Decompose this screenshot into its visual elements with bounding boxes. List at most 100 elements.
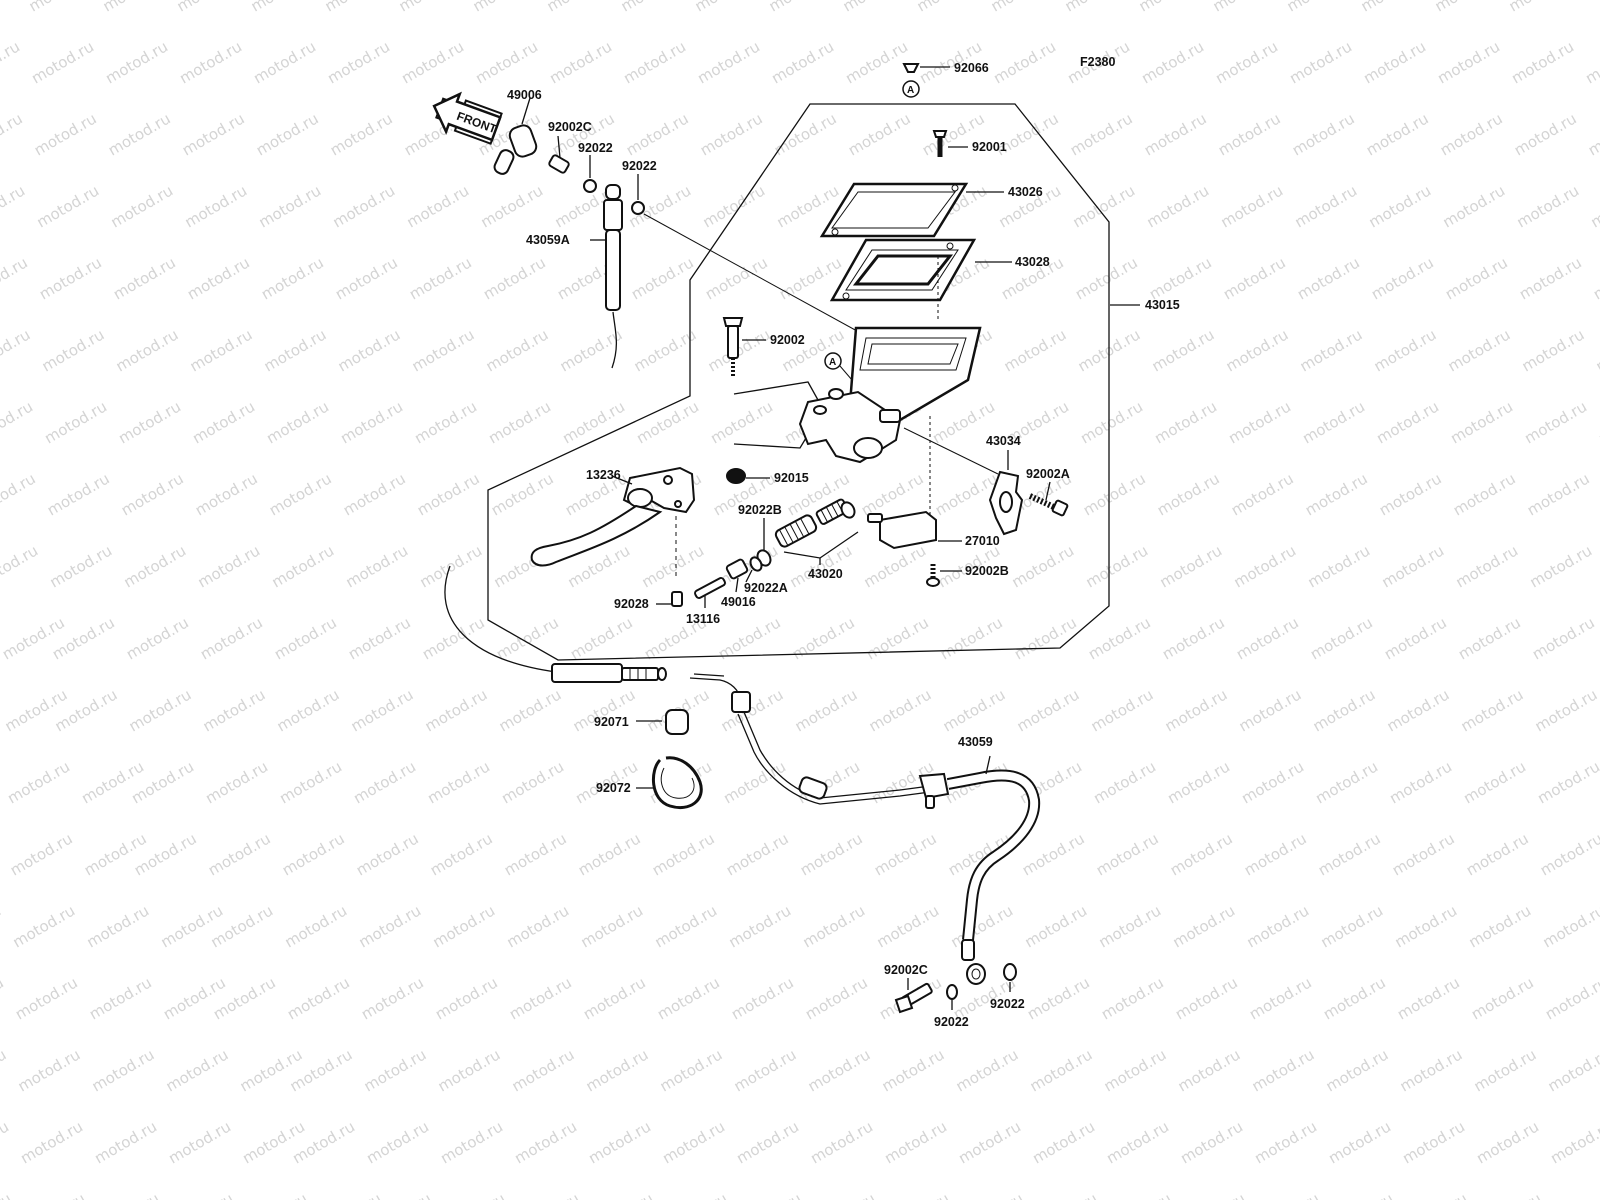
watermark-text: motod.ru	[544, 0, 613, 15]
watermark-text: motod.ru	[0, 1117, 12, 1167]
watermark-text: motod.ru	[424, 757, 493, 807]
fitting-49006	[493, 97, 538, 175]
watermark-text: motod.ru	[496, 685, 565, 735]
watermark-text: motod.ru	[1141, 109, 1210, 159]
body-leader-top	[733, 381, 819, 401]
watermark-text: motod.ru	[733, 1117, 802, 1167]
watermark-text: motod.ru	[0, 397, 36, 447]
label-92002A: 92002A	[1026, 467, 1070, 481]
watermark-text: motod.ru	[792, 685, 861, 735]
watermark-text: motod.ru	[168, 1189, 237, 1200]
watermark-text: motod.ru	[41, 397, 110, 447]
watermark-text: motod.ru	[0, 325, 33, 375]
watermark-text: motod.ru	[506, 973, 575, 1023]
watermark-text: motod.ru	[0, 181, 28, 231]
watermark-text: motod.ru	[1376, 469, 1445, 519]
watermark-text: motod.ru	[91, 1117, 160, 1167]
watermark-text: motod.ru	[840, 0, 909, 15]
watermark-text: motod.ru	[1389, 829, 1458, 879]
watermark-text: motod.ru	[94, 1189, 163, 1200]
watermark-text: motod.ru	[1466, 901, 1535, 951]
pin-92028	[656, 591, 683, 607]
body-leader-bottom	[733, 437, 807, 449]
label-49006: 49006	[507, 88, 542, 102]
watermark-text: motod.ru	[440, 1189, 509, 1200]
watermark-text: motod.ru	[1381, 613, 1450, 663]
watermark-text: motod.ru	[1175, 1045, 1244, 1095]
watermark-text: motod.ru	[1593, 325, 1600, 375]
watermark-text: motod.ru	[256, 181, 325, 231]
watermark-text: motod.ru	[861, 541, 930, 591]
watermark-text: motod.ru	[1231, 541, 1300, 591]
watermark-text: motod.ru	[335, 325, 404, 375]
watermark-text: motod.ru	[1358, 0, 1427, 15]
watermark-text: motod.ru	[1305, 541, 1374, 591]
watermark-text: motod.ru	[332, 253, 401, 303]
watermark-text: motod.ru	[110, 253, 179, 303]
watermark-text: motod.ru	[242, 1189, 311, 1200]
assembly-outline	[487, 103, 1110, 661]
bolt-92002A	[1028, 481, 1069, 517]
watermark-text: motod.ru	[1228, 469, 1297, 519]
screw-92066: A	[902, 63, 950, 98]
watermark-text: motod.ru	[694, 37, 763, 87]
watermark-text: motod.ru	[580, 973, 649, 1023]
watermark-text: motod.ru	[1062, 0, 1131, 15]
watermark-text: motod.ru	[192, 469, 261, 519]
clamp-43034	[903, 427, 1024, 536]
watermark-text: motod.ru	[881, 1117, 950, 1167]
watermark-text: motod.ru	[800, 901, 869, 951]
watermark-text: motod.ru	[1320, 973, 1389, 1023]
watermark-text: motod.ru	[435, 1045, 504, 1095]
watermark-text: motod.ru	[858, 469, 927, 519]
watermark-text: motod.ru	[1011, 613, 1080, 663]
watermark-text: motod.ru	[284, 973, 353, 1023]
watermark-text: motod.ru	[509, 1045, 578, 1095]
watermark-text: motod.ru	[871, 829, 940, 879]
watermark-text: motod.ru	[316, 1189, 385, 1200]
watermark-text: motod.ru	[501, 829, 570, 879]
watermark-text: motod.ru	[1136, 0, 1205, 15]
bolt-92002C-top	[548, 135, 570, 174]
watermark-text: motod.ru	[324, 37, 393, 87]
watermark-text: motod.ru	[879, 1045, 948, 1095]
watermark-text: motod.ru	[1450, 469, 1519, 519]
watermark-text: motod.ru	[726, 901, 795, 951]
watermark-text: motod.ru	[1432, 0, 1501, 15]
screw-92001	[932, 130, 968, 157]
watermark-text: motod.ru	[197, 613, 266, 663]
watermark-text: motod.ru	[1210, 0, 1279, 15]
watermark-text: motod.ru	[1001, 325, 1070, 375]
watermark-text: motod.ru	[575, 829, 644, 879]
watermark-text: motod.ru	[1542, 973, 1600, 1023]
watermark-text: motod.ru	[631, 325, 700, 375]
watermark-text: motod.ru	[731, 1045, 800, 1095]
switch-27010	[867, 510, 962, 550]
watermark-text: motod.ru	[766, 0, 835, 15]
sleeve-92071	[636, 709, 689, 735]
watermark-text: motod.ru	[472, 37, 541, 87]
watermark-text: motod.ru	[205, 829, 274, 879]
watermark-text: motod.ru	[282, 901, 351, 951]
watermark-text: motod.ru	[1159, 613, 1228, 663]
watermark-text: motod.ru	[0, 0, 20, 15]
watermark-text: motod.ru	[1154, 469, 1223, 519]
watermark-text: motod.ru	[1534, 757, 1600, 807]
watermark-text: motod.ru	[1514, 181, 1583, 231]
watermark-text: motod.ru	[269, 541, 338, 591]
watermark-text: motod.ru	[628, 253, 697, 303]
watermark-text: motod.ru	[1434, 37, 1503, 87]
watermark-text: motod.ru	[1151, 397, 1220, 447]
watermark-text: motod.ru	[618, 0, 687, 15]
watermark-text: motod.ru	[406, 253, 475, 303]
watermark-text: motod.ru	[0, 1045, 9, 1095]
watermark-text: motod.ru	[1476, 1189, 1545, 1200]
watermark-text: motod.ru	[174, 0, 243, 15]
label-49016: 49016	[721, 595, 756, 609]
watermark-text: motod.ru	[692, 0, 761, 15]
watermark-text: motod.ru	[1442, 253, 1511, 303]
watermark-text: motod.ru	[1379, 541, 1448, 591]
watermark-text: motod.ru	[1373, 397, 1442, 447]
watermark-text: motod.ru	[263, 397, 332, 447]
watermark-text: motod.ru	[26, 0, 95, 15]
